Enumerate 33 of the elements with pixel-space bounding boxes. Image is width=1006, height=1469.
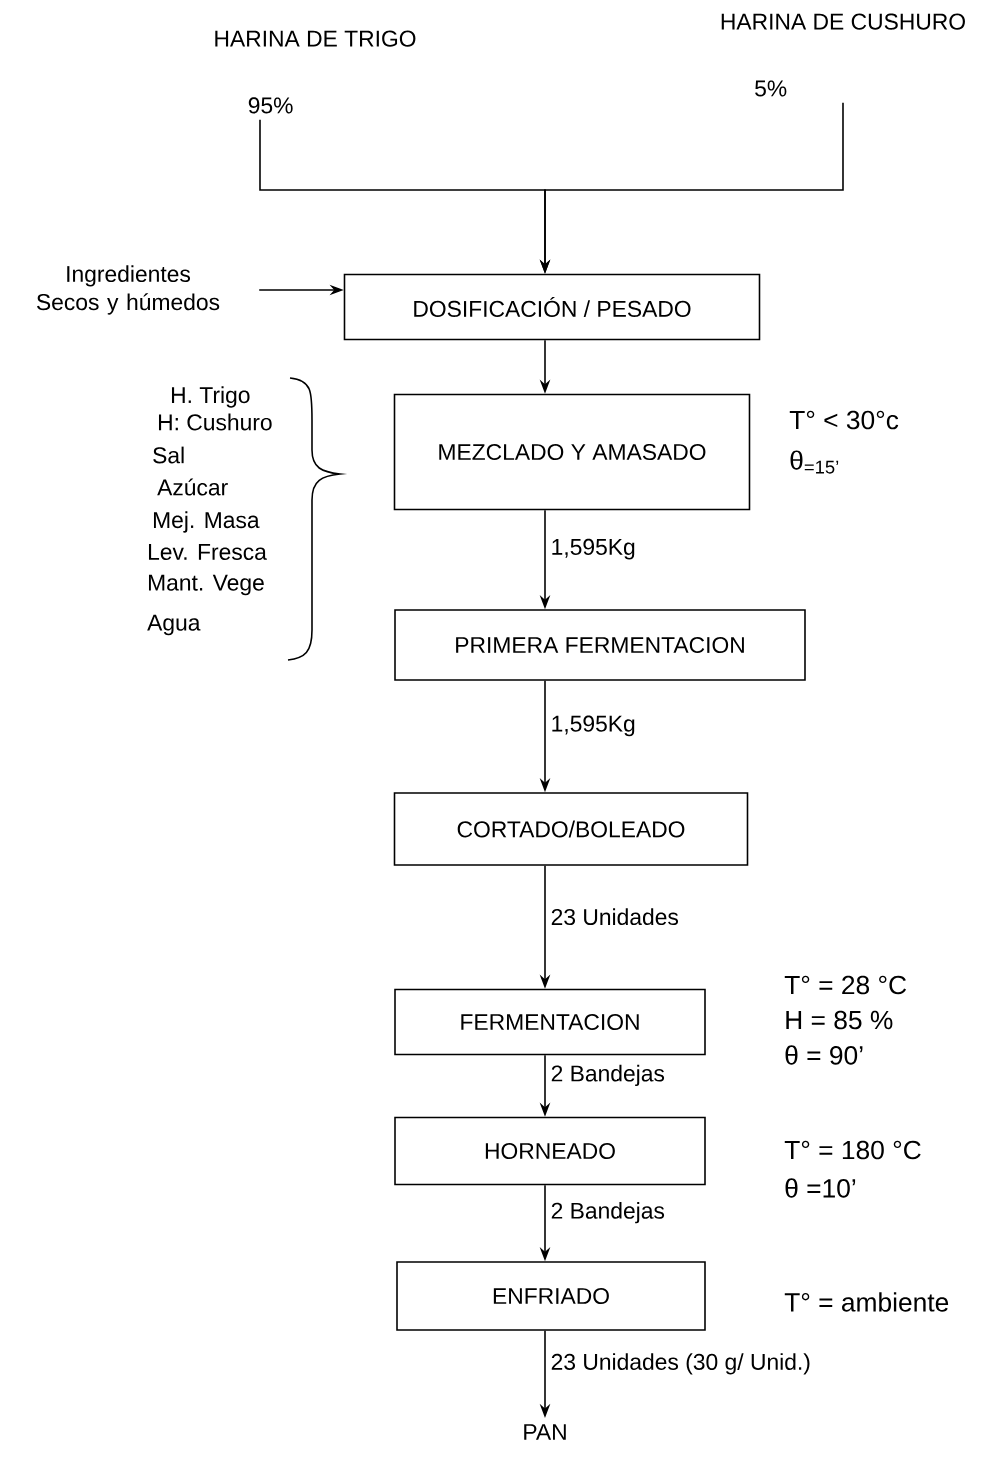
ingredient-label: Lev. Fresca [149, 544, 267, 560]
edge-label: 2 Bandejas [548, 1063, 667, 1088]
ingredient-label: Agua [147, 614, 201, 636]
condition-label: T° = 180 °C [784, 1140, 921, 1160]
ingredient-label: Sal [153, 446, 184, 464]
text-label: PAN [524, 1424, 566, 1440]
condition-label: T° = 28 °C [784, 975, 907, 995]
edge-label: 2 Bandejas [548, 1200, 667, 1226]
ingredient-label: Mej. Masa [154, 511, 260, 533]
condition-label: θ =10’ [785, 1178, 856, 1198]
process-box: MEZCLADO Y AMASADO [393, 393, 751, 511]
condition-label: θ$_{=15’}$ [790, 450, 839, 474]
condition-label: H = 85 % [786, 1010, 893, 1030]
text-label: HARINA DE TRIGO 95% [215, 30, 416, 114]
ingredient-label: H. Trigo [172, 386, 250, 408]
edge-label: 1,595Kg [548, 537, 638, 562]
process-box: PRIMERA FERMENTACION [394, 609, 806, 681]
condition-label: T° < 30°c [789, 410, 899, 430]
process-box: DOSIFICACIÓN / PESADO [343, 273, 761, 341]
process-box: ENFRIADO [396, 1261, 706, 1331]
ingredient-label: Azúcar [157, 478, 228, 496]
ingredient-label: Mant. Vege [149, 574, 264, 596]
process-box: CORTADO/BOLEADO [393, 792, 749, 866]
edge-label: 1,595Kg [548, 713, 638, 739]
process-box: HORNEADO [394, 1116, 706, 1186]
condition-label: θ = 90’ [785, 1045, 863, 1065]
edge-label: 23 Unidades (30 g/ Unid.) [548, 1351, 813, 1377]
edge-label: 23 Unidades [548, 906, 681, 927]
ingredient-label: H: Cushuro [159, 413, 272, 431]
condition-label: T° = ambiente [784, 1292, 949, 1312]
text-label: HARINA DE CUSHURO 5% [721, 13, 965, 97]
text-label: Ingredientes Secos y húmedos [37, 265, 220, 315]
process-box: FERMENTACION [394, 988, 706, 1056]
